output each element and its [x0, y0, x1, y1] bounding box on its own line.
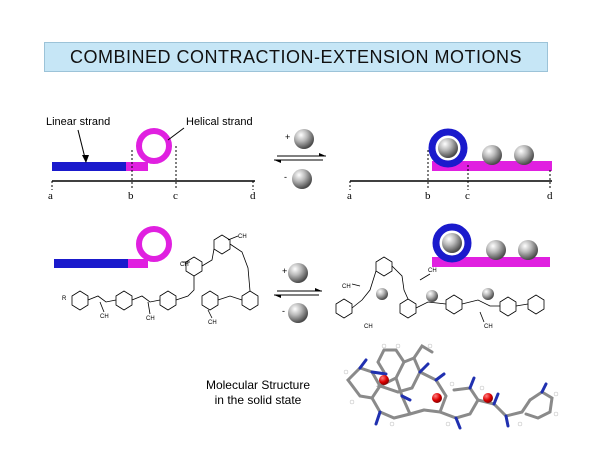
- axis-label-d-right: d: [547, 190, 553, 202]
- ion-sphere-minus: [292, 169, 312, 189]
- helical-strand-coil: [136, 128, 172, 164]
- linear-strand-label: Linear strand: [46, 116, 111, 128]
- plus-sign-bottom: +: [282, 266, 288, 276]
- caption-line-1: Molecular Structure: [205, 378, 311, 392]
- title-banner: COMBINED CONTRACTION-EXTENSION MOTIONS: [44, 42, 548, 72]
- svg-text:CH: CH: [364, 324, 373, 330]
- helical-strand-extended: [432, 161, 552, 171]
- axis-label-c-left: c: [173, 190, 178, 202]
- crystal-ion-3: [483, 393, 493, 403]
- extended-molecule: CH CH CH CH: [335, 223, 550, 330]
- axis-label-b-right: b: [425, 190, 431, 202]
- svg-text:CH: CH: [208, 320, 217, 326]
- helical-strand-pointer: [167, 127, 185, 141]
- crystal-structure: [343, 343, 559, 430]
- svg-text:CH: CH: [484, 324, 493, 330]
- equilibrium-top: [274, 129, 326, 189]
- ion-sphere-plus: [294, 129, 314, 149]
- svg-text:CH: CH: [238, 234, 247, 240]
- svg-text:CH: CH: [146, 316, 155, 322]
- axis-label-d-left: d: [250, 190, 256, 202]
- linear-strand-bar: [52, 162, 132, 171]
- svg-text:CH: CH: [342, 284, 351, 290]
- minus-sign-top: -: [284, 172, 287, 182]
- svg-text:CH: CH: [180, 262, 189, 268]
- helical-strand-tail: [126, 162, 148, 171]
- minus-sign-bottom: -: [282, 306, 285, 316]
- axis-label-a-right: a: [347, 190, 352, 202]
- caption-line-2: in the solid state: [214, 393, 302, 407]
- molecular-structure-caption: Molecular Structure in the solid state: [188, 378, 328, 408]
- crystal-ion-2: [432, 393, 442, 403]
- helical-strand-label: Helical strand: [186, 116, 253, 128]
- axis-label-a-left: a: [48, 190, 53, 202]
- contracted-schematic: [51, 127, 255, 190]
- axis-label-c-right: c: [465, 190, 470, 202]
- chemical-structure-left: [71, 234, 259, 319]
- chemical-structure-right: [335, 256, 545, 323]
- contracted-molecule: R CH CH CH CH CH: [54, 226, 259, 326]
- svg-text:R: R: [62, 296, 67, 302]
- svg-text:CH: CH: [428, 268, 437, 274]
- extended-schematic: [349, 128, 552, 190]
- linear-strand-coiled: [428, 128, 468, 168]
- equilibrium-bottom: [274, 263, 322, 323]
- plus-sign-top: +: [285, 132, 291, 142]
- page-title: COMBINED CONTRACTION-EXTENSION MOTIONS: [69, 46, 522, 67]
- svg-text:CH: CH: [100, 314, 109, 320]
- crystal-ion-1: [379, 375, 389, 385]
- axis-label-b-left: b: [128, 190, 134, 202]
